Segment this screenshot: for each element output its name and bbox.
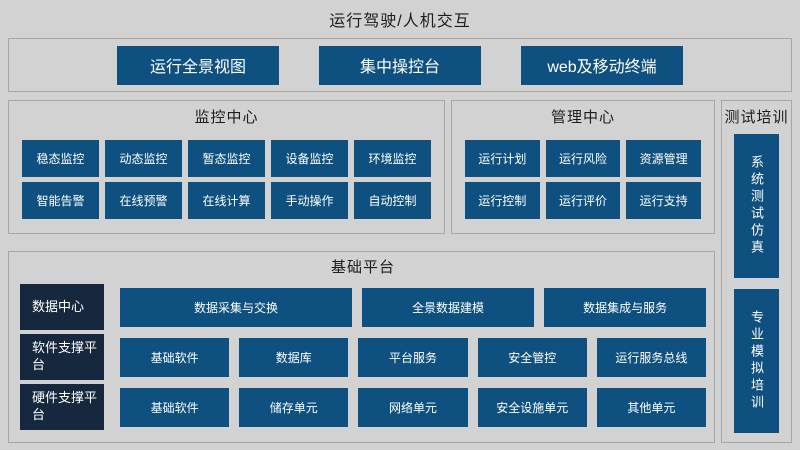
panorama-view-button[interactable]: 运行全景视图 [117, 45, 279, 85]
database-button[interactable]: 数据库 [239, 337, 349, 377]
central-console-button[interactable]: 集中操控台 [319, 45, 481, 85]
dynamic-monitor-button[interactable]: 动态监控 [105, 140, 182, 177]
network-unit-button[interactable]: 网络单元 [358, 387, 468, 427]
operation-support-button[interactable]: 运行支持 [626, 182, 701, 219]
security-facility-unit-button[interactable]: 安全设施单元 [477, 387, 587, 427]
monitor-center-grid: 稳态监控 动态监控 暂态监控 设备监控 环境监控 智能告警 在线预警 在线计算 … [22, 140, 431, 219]
operation-risk-button[interactable]: 运行风险 [545, 140, 621, 177]
operation-evaluation-button[interactable]: 运行评价 [545, 182, 621, 219]
equipment-monitor-button[interactable]: 设备监控 [271, 140, 348, 177]
online-warning-button[interactable]: 在线预警 [105, 182, 182, 219]
transient-monitor-button[interactable]: 暂态监控 [188, 140, 265, 177]
interaction-panel: 运行全景视图 集中操控台 web及移动终端 [8, 38, 792, 92]
software-platform-buttons: 基础软件 数据库 平台服务 安全管控 运行服务总线 [120, 337, 707, 377]
software-platform-row: 软件支撑平台 基础软件 数据库 平台服务 安全管控 运行服务总线 [20, 334, 707, 380]
operation-plan-button[interactable]: 运行计划 [465, 140, 540, 177]
software-platform-label: 软件支撑平台 [20, 334, 104, 380]
base-platform-header: 基础平台 [330, 259, 395, 276]
operation-control-button[interactable]: 运行控制 [465, 182, 540, 219]
hardware-platform-label: 硬件支撑平台 [20, 384, 104, 430]
data-integration-service-button[interactable]: 数据集成与服务 [544, 287, 706, 327]
panorama-data-modeling-button[interactable]: 全景数据建模 [361, 287, 535, 327]
base-platform-panel: 基础平台 数据中心 数据采集与交换 全景数据建模 数据集成与服务 软件支撑平台 … [8, 251, 715, 443]
data-center-row: 数据中心 数据采集与交换 全景数据建模 数据集成与服务 [20, 284, 706, 330]
manual-operation-button[interactable]: 手动操作 [271, 182, 348, 219]
online-calculation-button[interactable]: 在线计算 [188, 182, 265, 219]
hardware-platform-row: 硬件支撑平台 基础软件 储存单元 网络单元 安全设施单元 其他单元 [20, 384, 707, 430]
page-title: 运行驾驶/人机交互 [329, 13, 471, 30]
storage-unit-button[interactable]: 储存单元 [239, 387, 349, 427]
base-platform-rows: 数据中心 数据采集与交换 全景数据建模 数据集成与服务 软件支撑平台 基础软件 … [20, 284, 707, 430]
data-center-buttons: 数据采集与交换 全景数据建模 数据集成与服务 [120, 287, 706, 327]
environment-monitor-button[interactable]: 环境监控 [354, 140, 431, 177]
test-training-panel: 测试培训 系统测试仿真 专业模拟培训 [721, 100, 792, 443]
monitor-center-panel: 监控中心 稳态监控 动态监控 暂态监控 设备监控 环境监控 智能告警 在线预警 … [8, 100, 445, 234]
operation-service-bus-button[interactable]: 运行服务总线 [596, 337, 707, 377]
system-test-simulation-button[interactable]: 系统测试仿真 [734, 134, 779, 278]
manage-center-grid: 运行计划 运行风险 资源管理 运行控制 运行评价 运行支持 [465, 140, 701, 219]
hw-basic-software-button[interactable]: 基础软件 [120, 387, 230, 427]
manage-center-panel: 管理中心 运行计划 运行风险 资源管理 运行控制 运行评价 运行支持 [451, 100, 715, 234]
security-control-button[interactable]: 安全管控 [477, 337, 587, 377]
steady-state-monitor-button[interactable]: 稳态监控 [22, 140, 99, 177]
web-mobile-terminal-button[interactable]: web及移动终端 [521, 45, 683, 85]
auto-control-button[interactable]: 自动控制 [354, 182, 431, 219]
data-collection-exchange-button[interactable]: 数据采集与交换 [120, 287, 352, 327]
other-unit-button[interactable]: 其他单元 [596, 387, 707, 427]
test-training-header: 测试培训 [724, 109, 789, 126]
professional-simulation-training-button[interactable]: 专业模拟培训 [734, 289, 779, 433]
hardware-platform-buttons: 基础软件 储存单元 网络单元 安全设施单元 其他单元 [120, 387, 707, 427]
platform-service-button[interactable]: 平台服务 [358, 337, 468, 377]
intelligent-alarm-button[interactable]: 智能告警 [22, 182, 99, 219]
basic-software-button[interactable]: 基础软件 [120, 337, 230, 377]
monitor-center-header: 监控中心 [194, 109, 259, 126]
data-center-label: 数据中心 [20, 284, 104, 330]
resource-management-button[interactable]: 资源管理 [626, 140, 701, 177]
manage-center-header: 管理中心 [550, 109, 615, 126]
